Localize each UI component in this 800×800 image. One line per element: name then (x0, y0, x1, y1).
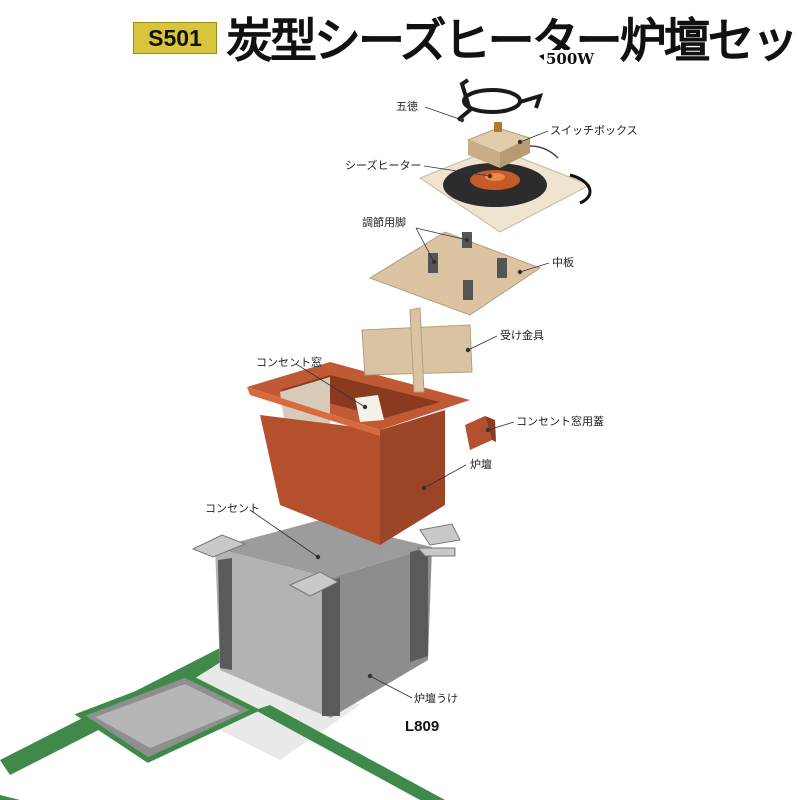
label-sheath-heater: シーズヒーター (345, 159, 422, 172)
label-rodan-holder: 炉壇うけ (414, 692, 458, 705)
middle-plate-illustration (368, 231, 542, 316)
label-bracket: 受け金具 (500, 329, 544, 342)
product-code: L809 (405, 718, 440, 735)
label-outlet: コンセント (205, 502, 260, 515)
sheath-heater-illustration (418, 147, 592, 233)
power-rating: 500W (544, 50, 597, 68)
switch-box-illustration (466, 122, 559, 168)
floor-opening (0, 648, 445, 800)
label-adjust-legs: 調節用脚 (362, 216, 406, 229)
rodan-holder-illustration (191, 520, 461, 718)
label-switch-box: スイッチボックス (550, 124, 638, 137)
label-rodan: 炉壇 (470, 458, 492, 471)
model-badge: S501 (133, 22, 217, 54)
rodan-illustration (247, 362, 496, 545)
label-outlet-window: コンセント窓 (256, 356, 322, 369)
bracket-illustration (361, 307, 473, 393)
gotoku-illustration (456, 78, 544, 122)
leader-lines (249, 106, 550, 699)
label-outlet-window-lid: コンセント窓用蓋 (516, 415, 604, 428)
product-title: 炭型シーズヒーター炉壇セット (226, 14, 800, 69)
label-gotoku: 五徳 (396, 100, 418, 113)
label-middle-plate: 中板 (552, 256, 574, 269)
